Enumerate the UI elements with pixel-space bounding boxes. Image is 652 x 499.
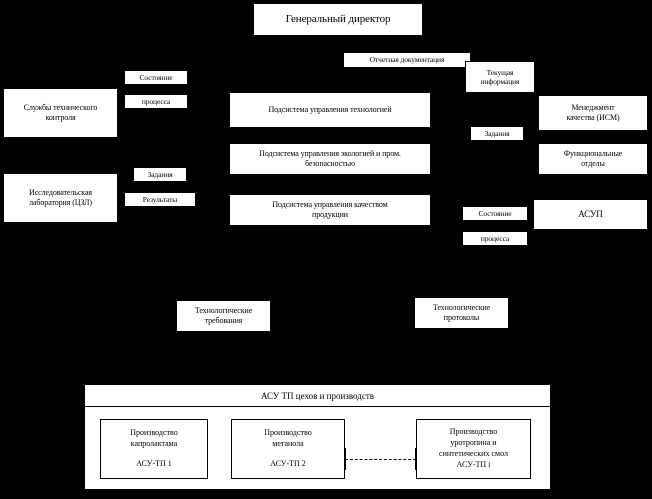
node-functional-departments: Функциональные отделы <box>538 143 648 175</box>
dashed-connector <box>345 459 416 460</box>
node-tasks-left: Задания <box>133 167 187 182</box>
node-quality-management: Менеджмент качества (ИСМ) <box>538 95 648 131</box>
node-asu-p: АСУП <box>533 199 648 230</box>
unit-3-code: АСУ-ТП i <box>456 459 491 469</box>
dashed-connector-cap-left <box>345 448 346 470</box>
node-state-left-1: Состояние <box>124 70 188 85</box>
unit-1-code: АСУ-ТП 1 <box>136 458 172 468</box>
node-technical-control-services: Службы технического контроля <box>3 88 118 138</box>
group-asu-tp-workshops: АСУ ТП цехов и производств Производство … <box>84 384 551 490</box>
unit-1-name: Производство капролактама <box>130 428 178 449</box>
node-report-documentation: Отчетная документация <box>343 52 471 68</box>
dashed-connector-cap-right <box>415 448 416 470</box>
node-results-left: Результаты <box>124 192 196 207</box>
node-state-right-1: Состояние <box>462 206 528 221</box>
unit-box-2: Производство метанола АСУ-ТП 2 <box>231 419 345 479</box>
node-state-left-2: процесса <box>124 94 188 109</box>
node-technological-protocols: Технологические протоколы <box>414 297 509 329</box>
unit-2-name: Производство метанола <box>264 428 312 449</box>
node-technological-requirements: Технологические требования <box>176 300 271 332</box>
node-subsystem-ecology: Подсистема управления экологией и пром. … <box>229 143 431 175</box>
unit-box-1: Производство капролактама АСУ-ТП 1 <box>100 419 208 479</box>
node-general-director: Генеральный директор <box>253 3 423 36</box>
node-current-information: Текущая информация <box>465 61 535 93</box>
node-subsystem-quality: Подсистема управления качеством продукци… <box>229 194 431 226</box>
unit-2-code: АСУ-ТП 2 <box>270 458 306 468</box>
node-subsystem-technology: Подсистема управления технологией <box>229 92 431 128</box>
node-state-right-2: процесса <box>462 231 528 246</box>
unit-box-3: Производство уротропина и синтетических … <box>416 419 531 479</box>
node-tasks-right: Задания <box>470 126 524 141</box>
node-research-laboratory: Исследовательская лаборатория (ЦЗЛ) <box>3 173 118 223</box>
unit-3-name: Производство уротропина и синтетических … <box>439 427 508 458</box>
group-title: АСУ ТП цехов и производств <box>85 385 550 407</box>
